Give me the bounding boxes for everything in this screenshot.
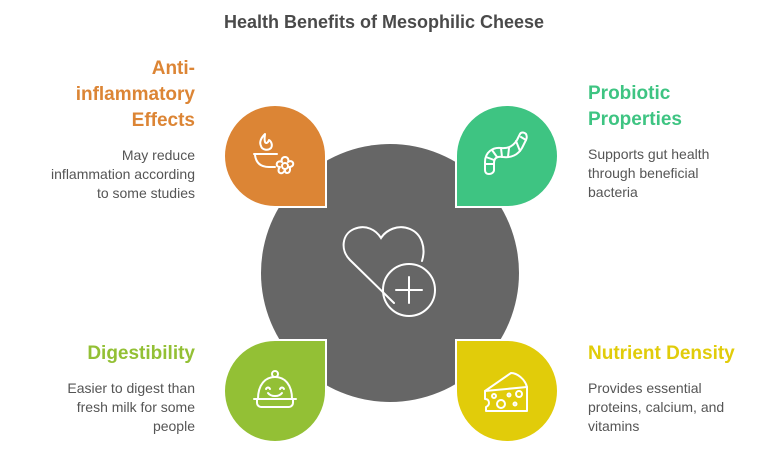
cheese-wedge-icon	[484, 372, 528, 412]
nutrient-density-description: Provides essential proteins, calcium, an…	[588, 380, 725, 434]
heart-plus-icon	[342, 226, 436, 317]
probiotic-block: Probiotic Properties Supports gut health…	[588, 81, 763, 202]
anti-inflammatory-description: May reduce inflammation according to som…	[51, 147, 195, 201]
anti-inflammatory-title: Anti- inflammatory Effects	[75, 58, 195, 131]
anti-inflammatory-leaf	[223, 104, 327, 208]
digestibility-leaf	[223, 339, 327, 443]
nutrient-density-block: Nutrient Density Provides essential prot…	[588, 341, 766, 436]
digestibility-title: Digestibility	[87, 343, 195, 364]
probiotic-leaf	[455, 104, 559, 208]
diagram-title: Health Benefits of Mesophilic Cheese	[223, 12, 545, 32]
probiotic-title: Probiotic Properties	[588, 83, 682, 130]
flame-bowl-flower-icon	[253, 133, 295, 175]
nutrient-density-leaf	[455, 339, 559, 443]
digestibility-description: Easier to digest than fresh milk for som…	[67, 380, 195, 434]
nutrient-density-title: Nutrient Density	[588, 343, 735, 364]
worm-bacteria-icon	[484, 131, 528, 175]
probiotic-description: Supports gut health through beneficial b…	[588, 146, 710, 200]
smiling-cloche-icon	[253, 370, 297, 408]
digestibility-block: Digestibility Easier to digest than fres…	[20, 341, 195, 436]
anti-inflammatory-block: Anti- inflammatory Effects May reduce in…	[20, 56, 195, 203]
